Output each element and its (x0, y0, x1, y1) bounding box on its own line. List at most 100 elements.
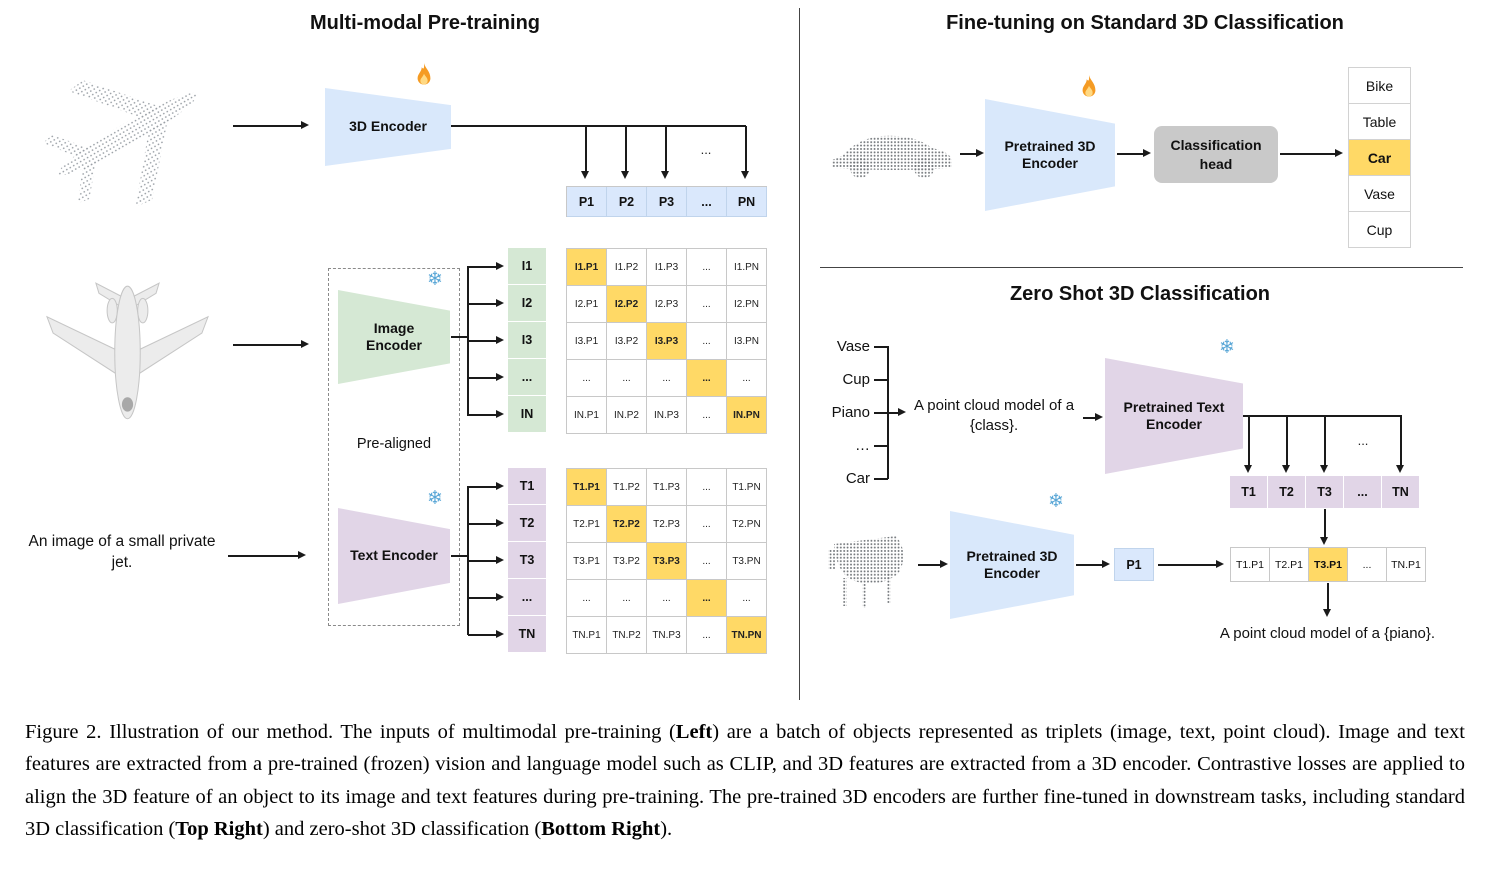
similarity-cell: IN.P3 (647, 397, 687, 434)
arrowhead (1216, 559, 1224, 568)
snowflake-icon: ❄ (1219, 337, 1235, 358)
similarity-cell: ... (687, 543, 727, 580)
fire-icon (417, 63, 431, 85)
text-feature-cell: T2 (1268, 476, 1306, 508)
similarity-cell: ... (687, 397, 727, 434)
figure-caption: Figure 2. Illustration of our method. Th… (25, 716, 1465, 846)
airplane-photo (30, 276, 225, 434)
arrowhead (1320, 465, 1328, 473)
connector (874, 478, 888, 480)
airplane-pointcloud-image (28, 48, 228, 220)
connector (585, 126, 587, 172)
image-feature-cell: I1 (508, 248, 546, 285)
airplane-pointcloud-svg (42, 80, 198, 208)
similarity-cell: ... (647, 580, 687, 617)
similarity-cell: I1.PN (727, 249, 767, 286)
input-text-caption: An image of a small private jet. (28, 533, 216, 571)
branch-ellipsis: ... (1357, 433, 1369, 448)
arrowhead (976, 148, 984, 157)
text-feature-cell: T1 (508, 468, 546, 505)
class-cell: Bike (1349, 68, 1411, 104)
connector (468, 414, 497, 416)
arrowhead (661, 171, 669, 179)
snowflake-icon: ❄ (1048, 491, 1064, 512)
result-cell: T3.P1 (1309, 548, 1348, 582)
similarity-cell: I3.P2 (607, 323, 647, 360)
connector (918, 564, 942, 566)
branch-ellipsis: ... (700, 142, 712, 157)
point-feature-cell: P1 (1114, 548, 1154, 581)
connector (1324, 416, 1326, 466)
arrowhead (621, 171, 629, 179)
arrowhead (1282, 465, 1290, 473)
similarity-cell: I1.P1 (567, 249, 607, 286)
connector (468, 303, 497, 305)
similarity-cell: I2.P2 (607, 286, 647, 323)
class-cell: Vase (1349, 176, 1411, 212)
connector (874, 412, 888, 414)
connector (451, 555, 468, 557)
zero-shot-class-label: Vase (836, 338, 870, 355)
arrowhead (1320, 537, 1328, 545)
finetune-encoder-block: Pretrained 3D Encoder (985, 99, 1115, 211)
image-feature-cell: I3 (508, 322, 546, 359)
vertical-divider (799, 8, 801, 700)
arrowhead (1102, 559, 1110, 568)
similarity-cell: ... (687, 323, 727, 360)
text-feature-cell: T3 (1306, 476, 1344, 508)
arrowhead (301, 339, 309, 348)
snowflake-icon: ❄ (427, 488, 443, 509)
connector (1327, 583, 1329, 610)
piano-pointcloud-image (816, 516, 916, 616)
arrowhead (496, 630, 504, 638)
arrowhead (940, 559, 948, 568)
arrowhead (496, 299, 504, 307)
arrowhead (1396, 465, 1404, 473)
text-feature-cell: TN (508, 616, 546, 653)
connector (468, 634, 497, 636)
zeroshot-title: Zero Shot 3D Classification (1009, 283, 1271, 305)
snowflake-icon: ❄ (427, 269, 443, 290)
caption-bold-text: Left (675, 721, 713, 743)
similarity-cell: ... (567, 360, 607, 397)
connector (228, 555, 300, 557)
arrowhead (496, 410, 504, 418)
similarity-cell: TN.P2 (607, 617, 647, 654)
similarity-cell: T3.P2 (607, 543, 647, 580)
connector (451, 125, 746, 127)
connector (1248, 416, 1250, 466)
connector (888, 412, 900, 414)
arrowhead (496, 336, 504, 344)
caption-bold-text: Top Right (175, 818, 263, 841)
similarity-cell: I3.P1 (567, 323, 607, 360)
car-pointcloud-svg (832, 135, 952, 178)
similarity-cell: T3.P1 (567, 543, 607, 580)
car-pointcloud-image (826, 114, 958, 188)
similarity-cell: I2.PN (727, 286, 767, 323)
class-cell: Car (1349, 140, 1411, 176)
finetune-encoder-label: Pretrained 3D Encoder (1004, 137, 1096, 172)
airplane-photo-svg (46, 282, 209, 420)
similarity-cell: T1.P1 (567, 469, 607, 506)
arrowhead (496, 482, 504, 490)
connector (1324, 509, 1326, 538)
connector (960, 153, 978, 155)
arrowhead (1143, 148, 1151, 157)
connector (233, 125, 303, 127)
arrowhead (496, 373, 504, 381)
similarity-cell: ... (687, 469, 727, 506)
similarity-cell: I1.P3 (647, 249, 687, 286)
connector (745, 126, 747, 172)
similarity-cell: ... (607, 580, 647, 617)
connector (625, 126, 627, 172)
text-feature-cell: ... (508, 579, 546, 616)
similarity-cell: IN.P2 (607, 397, 647, 434)
arrowhead (1244, 465, 1252, 473)
3d-encoder-label: 3D Encoder (349, 118, 427, 135)
3d-encoder-block: 3D Encoder (325, 88, 451, 166)
